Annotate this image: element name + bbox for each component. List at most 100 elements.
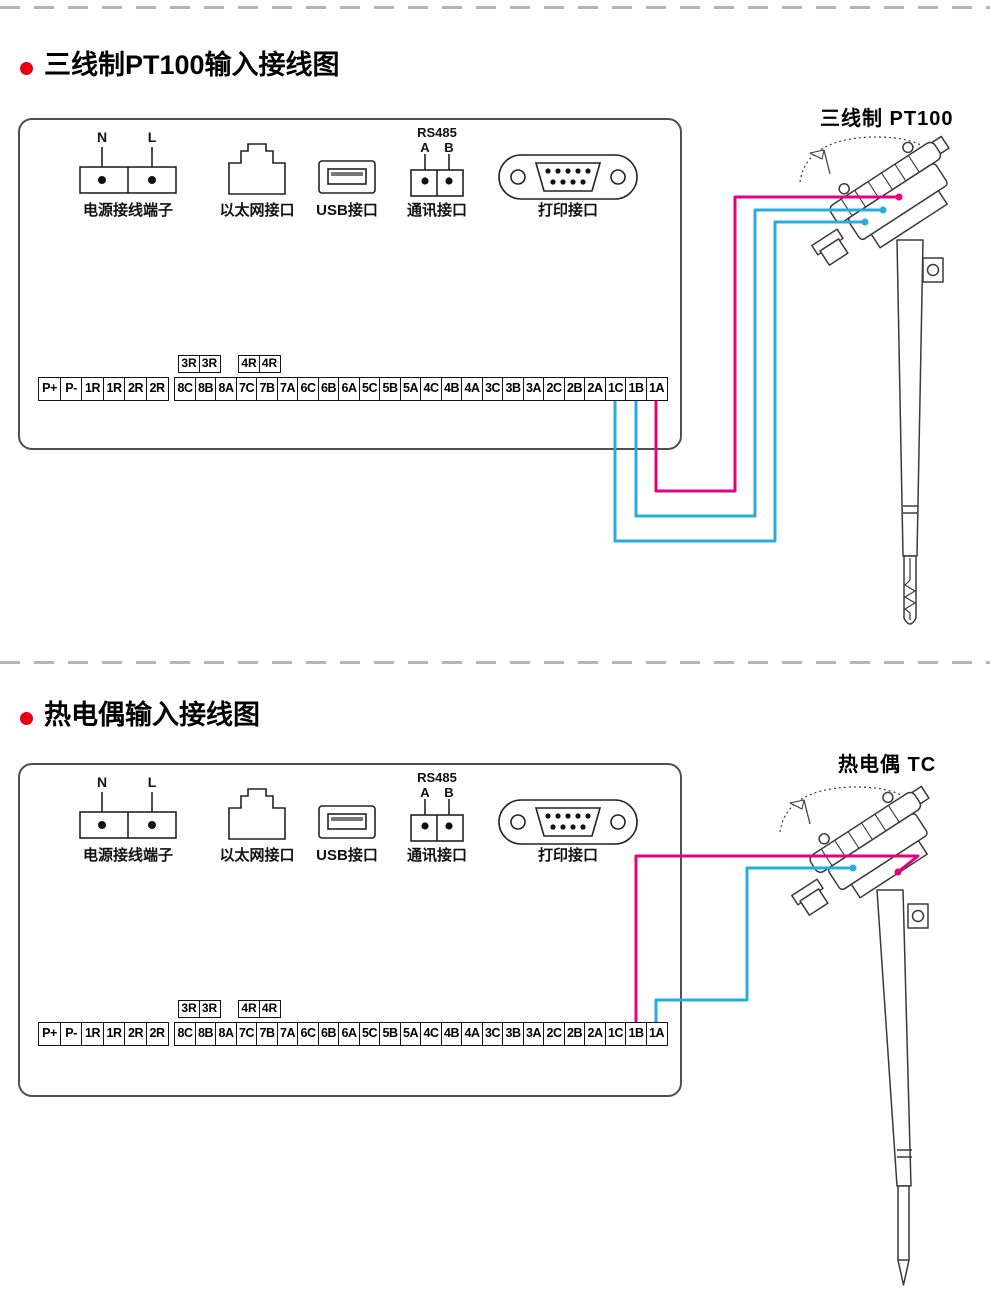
terminal-cell: 3B	[502, 377, 524, 401]
terminal-cell: P+	[38, 377, 61, 401]
comm-port-label: 通讯接口	[406, 847, 468, 864]
terminal-cell: 2R	[145, 1022, 169, 1046]
terminal-cell: 1B	[625, 377, 647, 401]
terminal-cell: 2R	[124, 1022, 147, 1046]
printer-port-label: 打印接口	[537, 847, 599, 864]
power-pin-n: N	[96, 774, 108, 790]
power-port-label: 电源接线端子	[82, 202, 174, 219]
sensor-tip	[897, 1185, 910, 1261]
relay-cell: 4R	[258, 355, 281, 373]
terminal-cell: 7C	[235, 1022, 258, 1046]
ethernet-port-icon	[228, 143, 286, 195]
terminal-cell: 2C	[543, 377, 565, 401]
relay-cell: 3R	[178, 1000, 200, 1018]
section-title-pt100: 三线制PT100输入接线图	[44, 50, 340, 80]
power-terminal-icon	[78, 147, 178, 195]
sensor-head	[791, 785, 930, 916]
printer-port-label: 打印接口	[537, 202, 599, 219]
terminal-cell: 5B	[379, 1022, 401, 1046]
terminal-cell: P-	[59, 377, 83, 401]
usb-port-icon	[318, 805, 376, 839]
terminal-cell: P+	[38, 1022, 61, 1046]
terminal-cell: 8B	[194, 1022, 217, 1046]
sensor-tip	[903, 555, 917, 625]
comm-pin-b: B	[444, 140, 454, 155]
terminal-cell: 2R	[145, 377, 169, 401]
relay-cell: 3R	[198, 355, 221, 373]
usb-port-icon	[318, 160, 376, 194]
comm-pin-a: A	[420, 140, 430, 155]
terminal-cell: 2B	[563, 1022, 586, 1046]
terminal-cell: 5C	[358, 1022, 381, 1046]
comm-pin-a: A	[420, 785, 430, 800]
terminal-cell: 1A	[645, 1022, 668, 1046]
tc-tip-arrow	[897, 1259, 910, 1286]
cable-dotted-arc	[799, 136, 933, 183]
terminal-cell: 3C	[481, 377, 504, 401]
wire-magenta-1a	[654, 195, 896, 493]
tag-flag-icon	[789, 799, 805, 810]
terminal-cell: 1R	[102, 1022, 126, 1046]
terminal-cell: 2A	[584, 1022, 606, 1046]
bullet-icon	[20, 62, 33, 75]
terminal-cell: 5B	[379, 377, 401, 401]
rs485-label: RS485	[417, 770, 457, 785]
rtd-resistor-symbol	[904, 558, 916, 620]
terminal-cell: 2A	[584, 377, 606, 401]
comm-port-icon	[409, 799, 465, 843]
terminal-cell: 1R	[81, 1022, 104, 1046]
sensor-probe	[876, 889, 912, 1187]
dashed-separator-top	[0, 6, 990, 9]
rs485-label: RS485	[417, 125, 457, 140]
power-pin-l: L	[147, 774, 157, 790]
terminal-cell: 5A	[399, 1022, 422, 1046]
terminal-cell: 2C	[543, 1022, 565, 1046]
terminal-cell: 2R	[124, 377, 147, 401]
terminal-cell: 1B	[625, 1022, 647, 1046]
tc-sensor-graphic	[779, 785, 930, 1286]
terminal-cell: 4B	[440, 1022, 463, 1046]
sensor-type-label-pt100: 三线制 PT100	[820, 108, 954, 130]
terminal-cell: 1C	[604, 377, 627, 401]
terminal-cell: 7C	[235, 377, 258, 401]
terminal-cell: 2B	[563, 377, 586, 401]
terminal-cell: 6A	[338, 377, 360, 401]
terminal-cell: 4A	[461, 377, 483, 401]
relay-cell: 4R	[238, 1000, 260, 1018]
pt100-sensor-graphic	[799, 135, 950, 625]
ethernet-port-label: 以太网接口	[219, 202, 295, 219]
printer-port-icon	[498, 153, 638, 201]
power-pin-n: N	[96, 129, 108, 145]
relay-cell: 3R	[178, 355, 200, 373]
comm-port-label: 通讯接口	[406, 202, 468, 219]
terminal-cell: 8C	[174, 1022, 196, 1046]
power-pin-l: L	[147, 129, 157, 145]
terminal-cell: 3A	[522, 1022, 545, 1046]
usb-port-label: USB接口	[316, 847, 378, 864]
terminal-cell: 5C	[358, 377, 381, 401]
terminal-cell: 1C	[604, 1022, 627, 1046]
terminal-cell: 8B	[194, 377, 217, 401]
terminal-cell: 6C	[297, 1022, 319, 1046]
sensor-head	[811, 135, 950, 266]
power-terminal-icon	[78, 792, 178, 840]
cable-dotted-arc	[779, 786, 913, 833]
comm-pin-b: B	[444, 785, 454, 800]
comm-port-icon	[409, 154, 465, 198]
power-port-label: 电源接线端子	[82, 847, 174, 864]
terminal-cell: 3B	[502, 1022, 524, 1046]
terminal-cell: 7A	[276, 1022, 299, 1046]
terminal-cell: 7B	[256, 1022, 278, 1046]
terminal-cell: 4C	[420, 1022, 442, 1046]
terminal-cell: 8A	[215, 377, 237, 401]
terminal-cell: 7B	[256, 377, 278, 401]
terminal-cell: 4A	[461, 1022, 483, 1046]
